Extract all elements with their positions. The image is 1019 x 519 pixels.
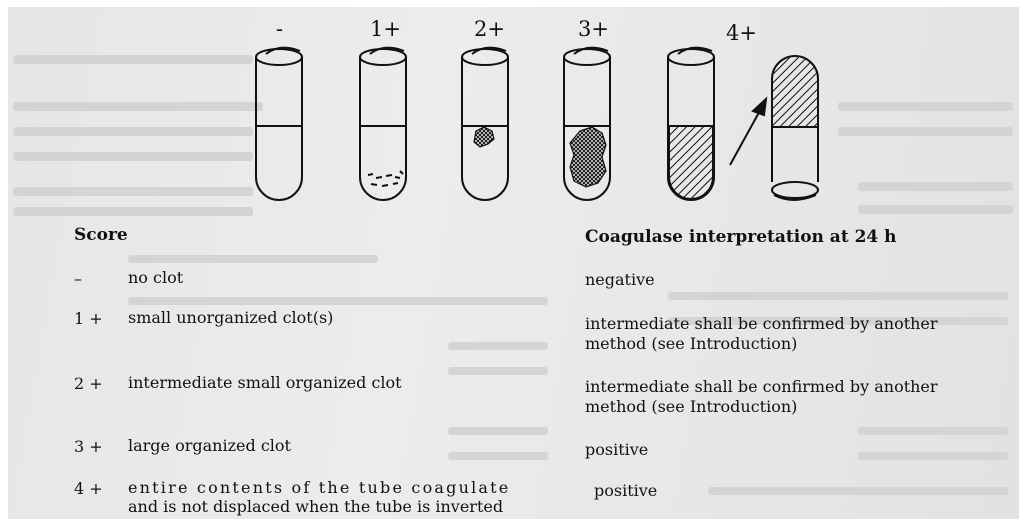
interpretation-column-header: Coagulase interpretation at 24 h — [585, 227, 897, 247]
interpretation-line: intermediate shall be confirmed by anoth… — [585, 314, 938, 334]
interpretation-line: method (see Introduction) — [585, 334, 938, 354]
row-score: 4 + — [74, 479, 103, 498]
row-score: 1 + — [74, 309, 103, 328]
row-description: intermediate small organized clot — [128, 373, 402, 392]
inverted-clot-hatch — [773, 57, 817, 126]
row-interpretation: intermediate shall be confirmed by anoth… — [585, 377, 938, 417]
coagulase-tube-diagram — [8, 7, 1019, 227]
document-page: - 1+ 2+ 3+ 4+ — [8, 7, 1019, 519]
description-line: entire contents of the tube coagulate — [128, 478, 510, 497]
row-score: 3 + — [74, 437, 103, 456]
description-line: and is not displaced when the tube is in… — [128, 497, 510, 516]
row-interpretation: negative — [585, 270, 655, 290]
small-organized-clot — [474, 127, 494, 147]
row-score: – — [74, 269, 82, 288]
row-description: no clot — [128, 268, 183, 287]
interpretation-line: intermediate shall be confirmed by anoth… — [585, 377, 938, 397]
row-interpretation: positive — [594, 481, 657, 501]
interpretation-line: method (see Introduction) — [585, 397, 938, 417]
row-description: entire contents of the tube coagulate an… — [128, 478, 510, 516]
full-clot-hatch — [669, 126, 713, 199]
row-interpretation: positive — [585, 440, 648, 460]
tube-2plus — [462, 48, 508, 200]
large-organized-clot — [570, 127, 606, 187]
score-column-header: Score — [74, 225, 128, 245]
small-clot-marks — [368, 171, 403, 186]
tube-negative — [256, 48, 302, 200]
row-description: small unorganized clot(s) — [128, 308, 333, 327]
row-score: 2 + — [74, 374, 103, 393]
row-interpretation: intermediate shall be confirmed by anoth… — [585, 314, 938, 354]
row-description: large organized clot — [128, 436, 291, 455]
arrow-icon — [730, 99, 766, 165]
